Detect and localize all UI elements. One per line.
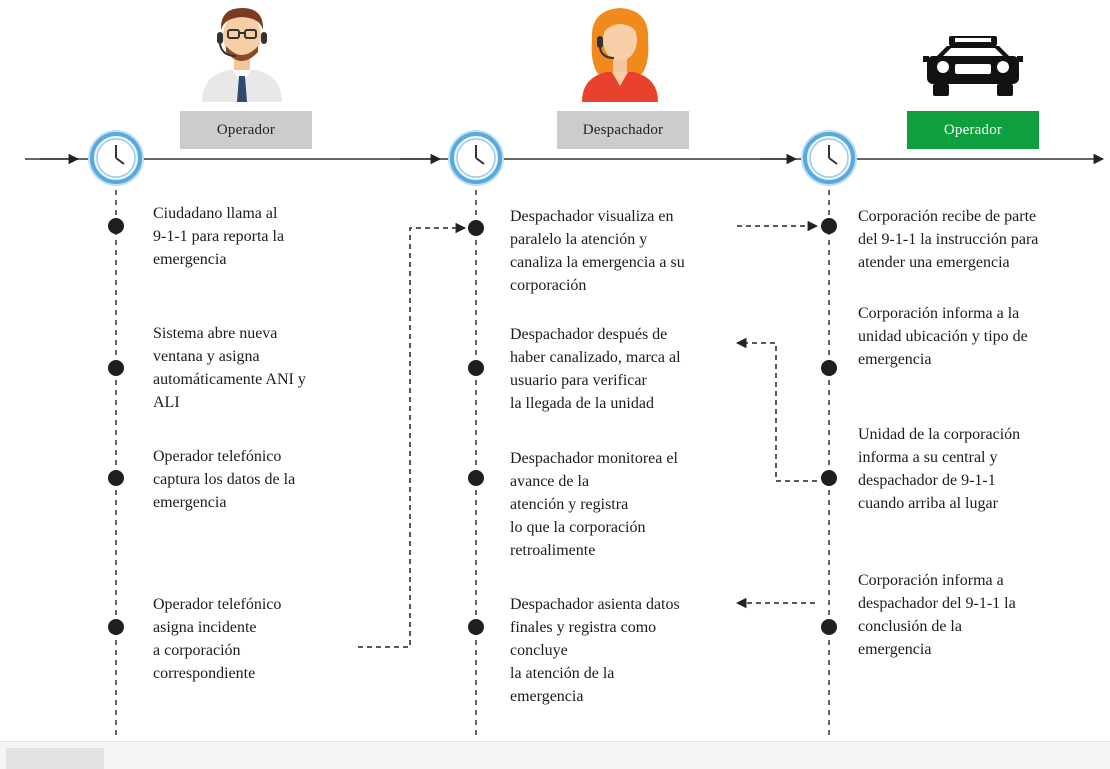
role-label: Operador	[907, 111, 1039, 149]
role-label: Despachador	[557, 111, 689, 149]
step-dot	[821, 218, 837, 234]
step-dot	[108, 360, 124, 376]
clock-icon	[448, 130, 504, 186]
bottom-strip	[0, 741, 1110, 769]
step-dot	[468, 470, 484, 486]
bottom-tab[interactable]	[6, 748, 104, 769]
connector-arrow	[735, 337, 817, 482]
step-dot	[468, 619, 484, 635]
female-dispatcher-headset-icon	[582, 8, 658, 102]
step-dot	[108, 619, 124, 635]
step-dot	[468, 220, 484, 236]
clock-icon	[801, 130, 857, 186]
police-car-icon	[923, 36, 1023, 96]
clock-icon	[88, 130, 144, 186]
role-label: Operador	[180, 111, 312, 149]
step-dot	[108, 470, 124, 486]
step-dot	[821, 360, 837, 376]
step-dot	[468, 360, 484, 376]
connector-arrow	[358, 222, 467, 648]
step-dot	[821, 470, 837, 486]
male-operator-headset-icon	[202, 8, 282, 102]
step-dot	[108, 218, 124, 234]
step-dot	[821, 619, 837, 635]
